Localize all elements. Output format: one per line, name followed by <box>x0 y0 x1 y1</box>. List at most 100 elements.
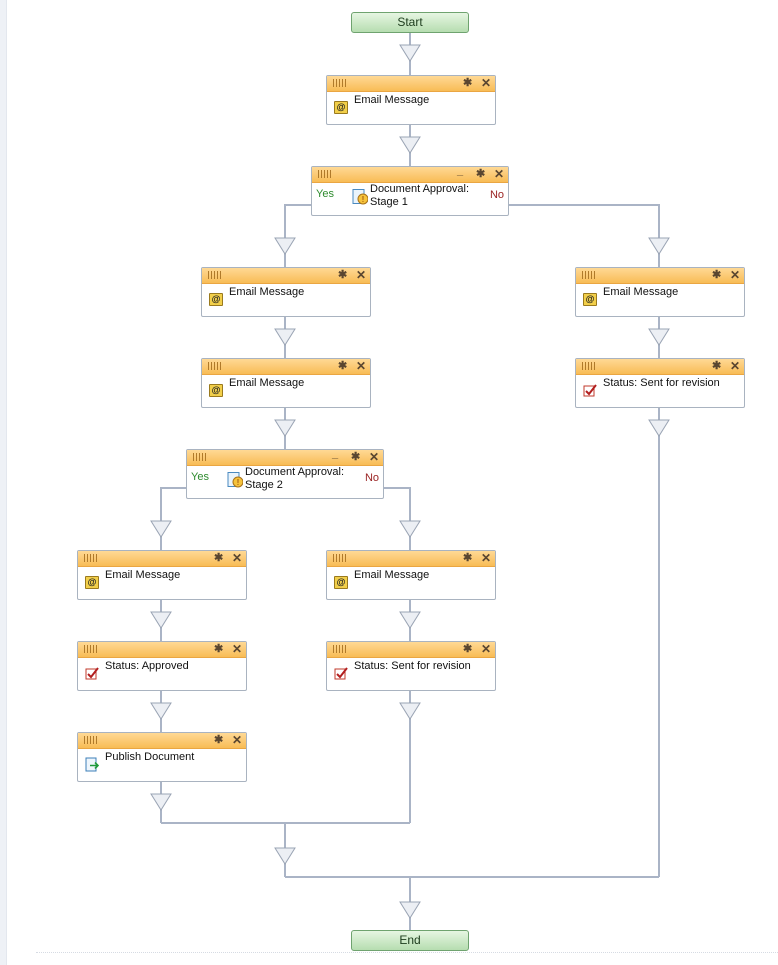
step-label: Document Approval: Stage 2 <box>245 466 345 491</box>
publish-icon <box>85 757 99 772</box>
grip-icon[interactable] <box>333 554 347 562</box>
close-icon[interactable]: ✕ <box>481 551 492 565</box>
step-header[interactable]: ✱ ✕ <box>202 359 370 375</box>
svg-text:!: ! <box>237 478 239 487</box>
email-step-revision-1[interactable]: ✱ ✕ @ Email Message <box>575 267 745 317</box>
email-step-revision-2[interactable]: ✱ ✕ @ Email Message <box>326 550 496 600</box>
gear-icon[interactable]: ✱ <box>338 269 348 281</box>
grip-icon[interactable] <box>582 271 596 279</box>
step-header[interactable]: ✱ ✕ <box>78 642 246 658</box>
approval-icon: ! <box>352 189 368 205</box>
step-label: Email Message <box>229 286 305 298</box>
gear-icon[interactable]: ✱ <box>214 552 224 564</box>
grip-icon[interactable] <box>84 736 98 744</box>
grip-icon[interactable] <box>333 79 347 87</box>
step-label: Document Approval: Stage 1 <box>370 183 470 208</box>
grip-icon[interactable] <box>84 645 98 653</box>
grip-icon[interactable] <box>193 453 207 461</box>
step-label: Email Message <box>354 94 430 106</box>
gear-icon[interactable]: ✱ <box>338 360 348 372</box>
step-header[interactable]: ✱ ✕ <box>327 551 495 567</box>
arrow-l-email2 <box>274 328 296 346</box>
close-icon[interactable]: ✕ <box>730 268 741 282</box>
email-icon: @ <box>334 101 348 114</box>
arrow-lr-out <box>399 702 421 720</box>
canvas-bottom-border <box>36 952 778 953</box>
step-label: Status: Sent for revision <box>603 377 720 389</box>
close-icon[interactable]: ✕ <box>356 359 367 373</box>
document-approval-stage-1[interactable]: _ ✱ ✕ Yes ! Document Approval: Stage 1 N… <box>311 165 509 216</box>
status-sent-for-revision-2[interactable]: ✱ ✕ Status: Sent for revision <box>326 641 496 691</box>
arrow-r-out <box>648 419 670 437</box>
arrow-end <box>399 901 421 919</box>
no-label: No <box>489 189 504 201</box>
step-label: Status: Sent for revision <box>354 660 471 672</box>
grip-icon[interactable] <box>582 362 596 370</box>
gear-icon[interactable]: ✱ <box>476 168 486 180</box>
grip-icon[interactable] <box>208 271 222 279</box>
email-step-2[interactable]: ✱ ✕ @ Email Message <box>201 267 371 317</box>
close-icon[interactable]: ✕ <box>232 733 243 747</box>
email-step-approved[interactable]: ✱ ✕ @ Email Message <box>77 550 247 600</box>
close-icon[interactable]: ✕ <box>232 642 243 656</box>
status-check-icon <box>85 667 99 680</box>
arrow-no2 <box>399 520 421 538</box>
email-step-1[interactable]: ✱ ✕ @ Email Message <box>326 75 496 125</box>
arrow-start <box>399 44 421 62</box>
gear-icon[interactable]: ✱ <box>712 360 722 372</box>
email-step-3[interactable]: ✱ ✕ @ Email Message <box>201 358 371 408</box>
step-label: Status: Approved <box>105 660 189 672</box>
email-icon: @ <box>334 576 348 589</box>
left-panel-edge <box>0 0 7 965</box>
gear-icon[interactable]: ✱ <box>463 552 473 564</box>
step-header[interactable]: ✱ ✕ <box>327 642 495 658</box>
no-label: No <box>364 472 379 484</box>
step-header[interactable]: ✱ ✕ <box>576 359 744 375</box>
close-icon[interactable]: ✕ <box>730 359 741 373</box>
yes-label: Yes <box>316 188 334 200</box>
arrow-ll-out <box>150 793 172 811</box>
step-header[interactable]: ✱ ✕ <box>327 76 495 92</box>
gear-icon[interactable]: ✱ <box>463 77 473 89</box>
yes-label: Yes <box>191 471 209 483</box>
step-header[interactable]: ✱ ✕ <box>576 268 744 284</box>
close-icon[interactable]: ✕ <box>356 268 367 282</box>
minimize-icon[interactable]: _ <box>332 448 339 460</box>
status-sent-for-revision-1[interactable]: ✱ ✕ Status: Sent for revision <box>575 358 745 408</box>
arrow-ll-publish <box>150 702 172 720</box>
close-icon[interactable]: ✕ <box>494 167 505 181</box>
start-node[interactable]: Start <box>351 12 469 33</box>
step-header[interactable]: ✱ ✕ <box>202 268 370 284</box>
arrow-lr-status <box>399 611 421 629</box>
gear-icon[interactable]: ✱ <box>351 451 361 463</box>
step-label: Email Message <box>354 569 430 581</box>
status-approved[interactable]: ✱ ✕ Status: Approved <box>77 641 247 691</box>
grip-icon[interactable] <box>84 554 98 562</box>
gear-icon[interactable]: ✱ <box>463 643 473 655</box>
grip-icon[interactable] <box>208 362 222 370</box>
document-approval-stage-2[interactable]: _ ✱ ✕ Yes ! Document Approval: Stage 2 N… <box>186 448 384 499</box>
grip-icon[interactable] <box>333 645 347 653</box>
minimize-icon[interactable]: _ <box>457 165 464 177</box>
email-icon: @ <box>85 576 99 589</box>
close-icon[interactable]: ✕ <box>481 642 492 656</box>
grip-icon[interactable] <box>318 170 332 178</box>
arrow-r-status <box>648 328 670 346</box>
arrow-ll-status <box>150 611 172 629</box>
step-header[interactable]: _ ✱ ✕ <box>312 165 508 183</box>
arrow-yes1 <box>274 237 296 255</box>
gear-icon[interactable]: ✱ <box>214 643 224 655</box>
close-icon[interactable]: ✕ <box>232 551 243 565</box>
step-label: Email Message <box>603 286 679 298</box>
publish-document[interactable]: ✱ ✕ Publish Document <box>77 732 247 782</box>
end-node[interactable]: End <box>351 930 469 951</box>
step-label: Publish Document <box>105 751 195 763</box>
close-icon[interactable]: ✕ <box>481 76 492 90</box>
step-header[interactable]: ✱ ✕ <box>78 551 246 567</box>
email-icon: @ <box>209 293 223 306</box>
step-header[interactable]: _ ✱ ✕ <box>187 448 383 466</box>
gear-icon[interactable]: ✱ <box>214 734 224 746</box>
gear-icon[interactable]: ✱ <box>712 269 722 281</box>
step-header[interactable]: ✱ ✕ <box>78 733 246 749</box>
close-icon[interactable]: ✕ <box>369 450 380 464</box>
